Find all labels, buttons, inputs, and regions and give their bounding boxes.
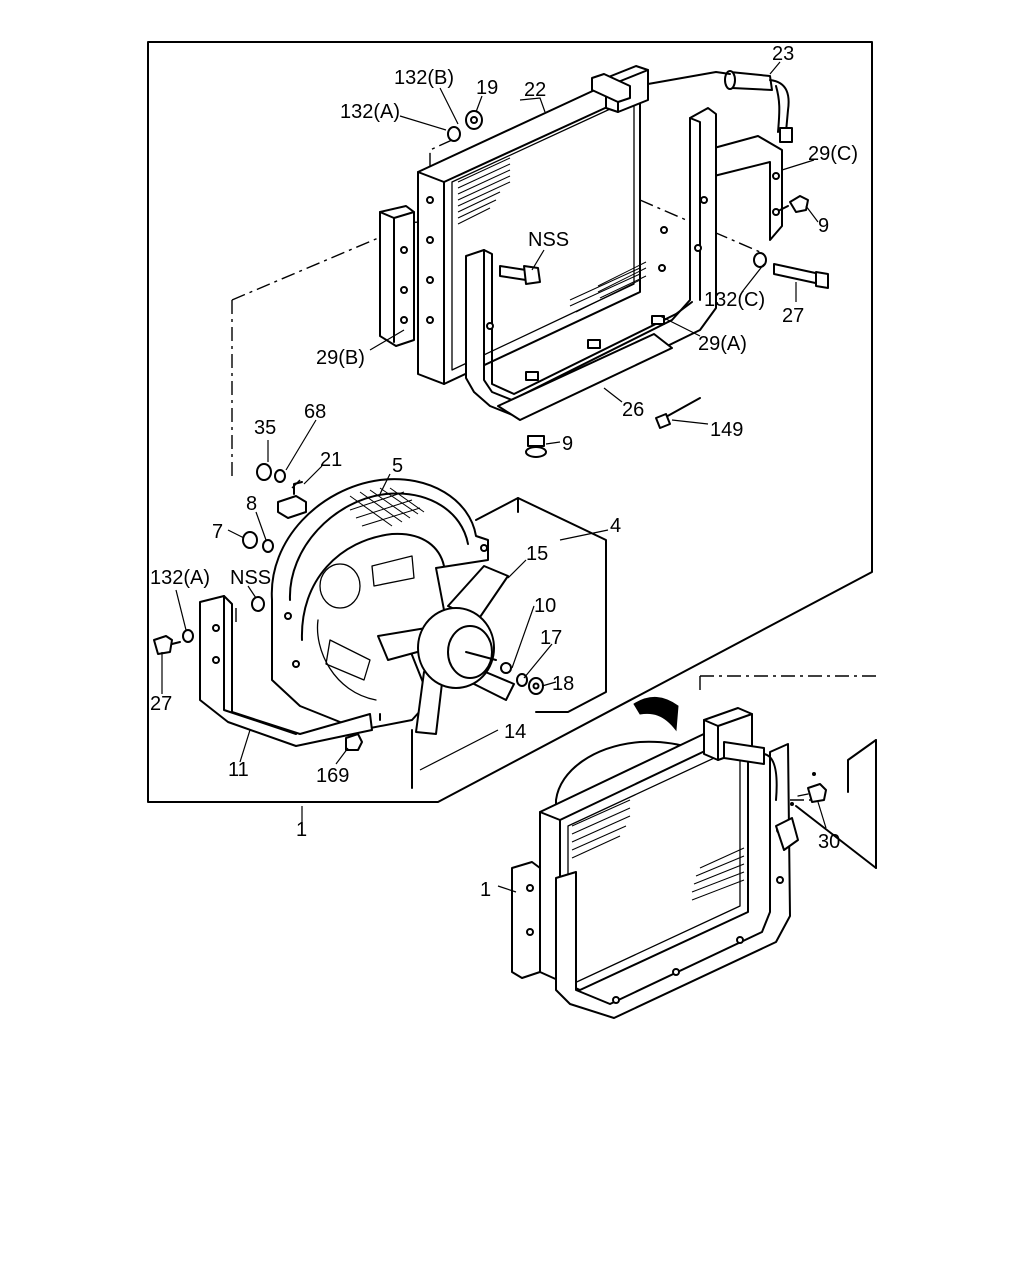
- callout-18: 18: [552, 673, 574, 695]
- pressure-switch: [647, 70, 793, 143]
- assembled-view: [511, 676, 877, 1019]
- callout-132a-left: 132(A): [150, 567, 210, 589]
- callout-labels: 23 132(B) 19 22 132(A) 29(C) 9 NSS 132(C…: [150, 43, 858, 901]
- exploded-view-frame: [147, 41, 873, 803]
- callout-9-bottom: 9: [562, 433, 573, 455]
- callout-29b: 29(B): [316, 347, 365, 369]
- seal-plate-26: [497, 333, 673, 421]
- callout-10: 10: [534, 595, 556, 617]
- callout-29c: 29(C): [808, 143, 858, 165]
- bracket-29b: [379, 205, 415, 347]
- fan-assembly: [377, 565, 544, 789]
- leader-lines: [161, 61, 827, 893]
- callout-68: 68: [304, 401, 326, 423]
- callout-11: 11: [228, 759, 249, 781]
- callout-27-left: 27: [150, 693, 172, 715]
- callout-nss-left: NSS: [230, 567, 271, 589]
- fan-shroud: [270, 478, 607, 731]
- callout-23: 23: [772, 43, 794, 65]
- bracket-29c: [713, 135, 783, 241]
- callout-132c: 132(C): [704, 289, 765, 311]
- callout-35: 35: [254, 417, 276, 439]
- callout-169: 169: [316, 765, 349, 787]
- callout-9-right: 9: [818, 215, 829, 237]
- callout-1-assembly: 1: [480, 879, 491, 901]
- callout-26: 26: [622, 399, 644, 421]
- callout-5: 5: [392, 455, 403, 477]
- callout-21: 21: [320, 449, 342, 471]
- callout-30: 30: [818, 831, 840, 853]
- callout-8: 8: [246, 493, 257, 515]
- callout-19: 19: [476, 77, 498, 99]
- callout-14: 14: [504, 721, 526, 743]
- callout-22: 22: [524, 79, 546, 101]
- fasteners-top: [447, 110, 829, 458]
- callout-149: 149: [710, 419, 743, 441]
- fan-bracket: [153, 463, 381, 751]
- callout-4: 4: [610, 515, 621, 537]
- callout-132a-top: 132(A): [340, 101, 400, 123]
- callout-17: 17: [540, 627, 562, 649]
- callout-7: 7: [212, 521, 223, 543]
- callout-29a: 29(A): [698, 333, 747, 355]
- callout-132b: 132(B): [394, 67, 454, 89]
- callout-15: 15: [526, 543, 548, 565]
- callout-nss-top: NSS: [528, 229, 569, 251]
- callout-1-frame: 1: [296, 819, 307, 841]
- callout-27-right: 27: [782, 305, 804, 327]
